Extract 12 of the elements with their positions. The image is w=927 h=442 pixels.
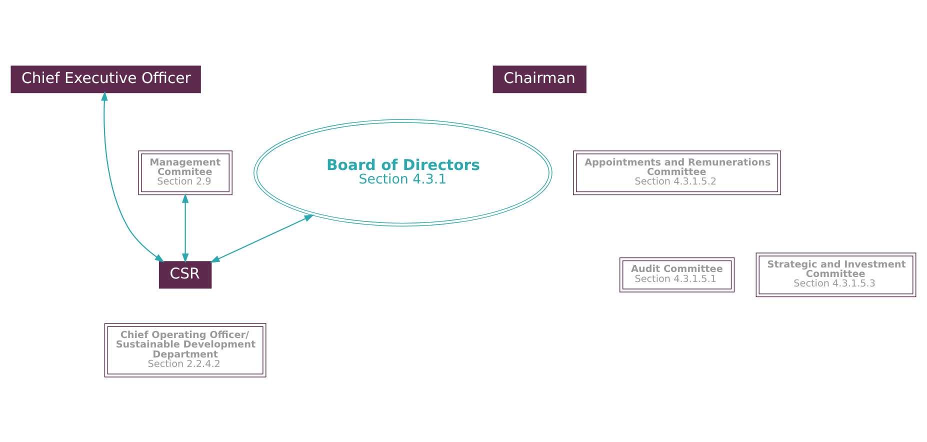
node-box: Audit Committee Section 4.3.1.5.1 (619, 256, 735, 292)
arrow (101, 90, 164, 262)
arrow (182, 192, 189, 263)
node-box: Management Commitee Section 2.9 (138, 150, 232, 195)
node-box: Chief Executive Officer (10, 65, 201, 93)
node-ellipse: Board of Directors Section 4.3.1 (254, 118, 552, 226)
arrow (210, 214, 314, 262)
node-box: Strategic and Investment Committee Section 4.3.1.5.3 (756, 252, 916, 297)
node-box: CSR (158, 260, 212, 288)
node-box: Chief Operating Officer/ Sustainable Development Department Section 2.2.4.2 (104, 322, 266, 377)
node-box: Chairman (492, 65, 586, 93)
node-box: Appointments and Remunerations Committee Section 4.3.1.5.2 (573, 150, 782, 195)
